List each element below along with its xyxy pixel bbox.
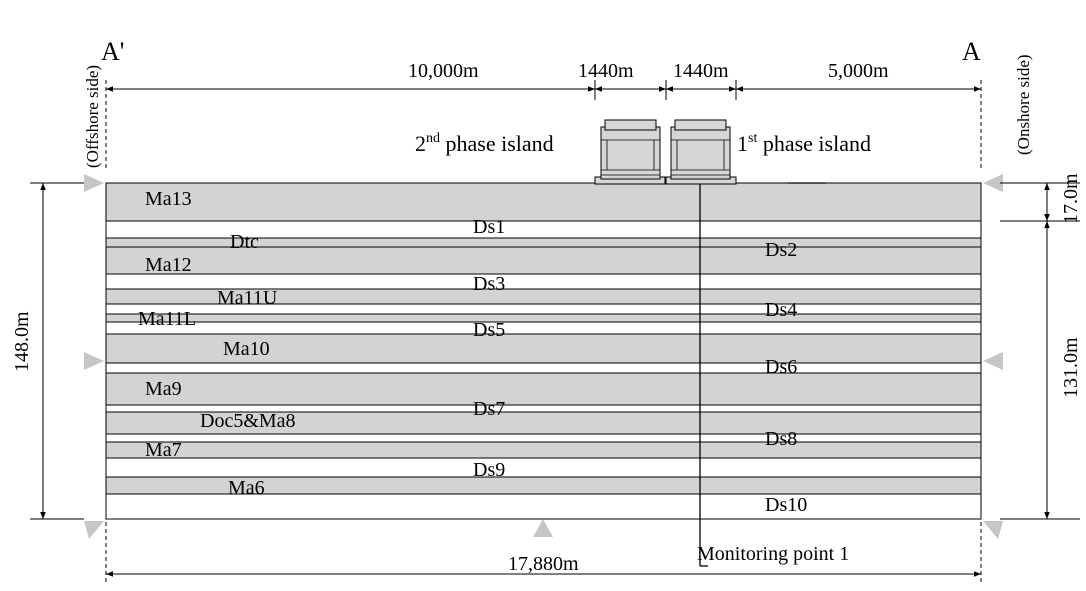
layer-ds9 — [105, 457, 982, 478]
layer-ma11l — [105, 313, 982, 323]
right-support-mid — [983, 352, 1003, 370]
label-ma12: Ma12 — [145, 254, 192, 276]
label-ma11l: Ma11L — [138, 308, 196, 330]
island1-body — [670, 126, 731, 180]
label-ds8: Ds8 — [765, 428, 797, 450]
layer-ma12 — [105, 246, 982, 275]
dim-5000: 5,000m — [828, 60, 889, 82]
island2-top — [604, 119, 657, 131]
monitoring-label: Monitoring point 1 — [697, 543, 849, 565]
total-depth-label: 148.0m — [11, 311, 33, 372]
first-island-label: 1st phase island — [737, 131, 871, 156]
label-ma7: Ma7 — [145, 439, 182, 461]
label-ds4: Ds4 — [765, 299, 797, 321]
bottom-dimension: 17,880m — [105, 522, 982, 584]
onshore-side-label: (Onshore side) — [1014, 54, 1033, 155]
label-ds6: Ds6 — [765, 356, 797, 378]
island2-body — [600, 126, 661, 180]
bottom-support — [533, 519, 553, 537]
label-ds2: Ds2 — [765, 239, 797, 261]
left-depth-dimension: 148.0m — [11, 182, 84, 520]
left-support-bottom — [84, 521, 104, 539]
first-phase-island — [665, 119, 737, 185]
section-label-left: A' — [101, 37, 124, 66]
left-support-top — [84, 174, 104, 192]
layer-ma10 — [105, 333, 982, 364]
top-dimensions: 10,000m 1440m 1440m 5,000m — [105, 60, 982, 170]
dim-10000: 10,000m — [408, 60, 479, 82]
second-phase-island — [594, 119, 666, 185]
upper-depth-label: 17.0m — [1060, 173, 1082, 224]
label-ds9: Ds9 — [473, 459, 505, 481]
right-support-top — [983, 174, 1003, 192]
layer-ma9 — [105, 372, 982, 406]
layer-ds6 — [105, 362, 982, 374]
label-ds10: Ds10 — [765, 494, 807, 516]
label-ds5: Ds5 — [473, 319, 505, 341]
dim-1440-b: 1440m — [673, 60, 729, 82]
label-ds3: Ds3 — [473, 273, 505, 295]
clay-labels: Ma13 Dtc Ma12 Ma11U Ma11L Ma10 Ma9 Doc5&… — [138, 188, 296, 499]
section-label-right: A — [962, 37, 981, 66]
layer-ds10 — [105, 493, 982, 520]
monitoring-point: Monitoring point 1 — [697, 183, 849, 567]
dim-1440-a: 1440m — [578, 60, 634, 82]
layer-ds5 — [105, 321, 982, 335]
island1-top — [674, 119, 727, 131]
right-support-bottom — [983, 521, 1003, 539]
label-dtc: Dtc — [230, 231, 259, 253]
label-ma9: Ma9 — [145, 378, 182, 400]
offshore-side-label: (Offshore side) — [83, 65, 102, 168]
right-depth-dimension: 17.0m 131.0m — [1000, 173, 1082, 520]
total-width-label: 17,880m — [508, 553, 579, 575]
lower-depth-label: 131.0m — [1060, 337, 1082, 398]
label-ds1: Ds1 — [473, 216, 505, 238]
label-ma13: Ma13 — [145, 188, 192, 210]
label-ma10: Ma10 — [223, 338, 270, 360]
layer-ma13 — [105, 182, 982, 222]
soil-layers — [105, 182, 982, 520]
label-ds7: Ds7 — [473, 398, 505, 420]
second-island-label: 2nd phase island — [415, 131, 554, 156]
sand-labels: Ds1 Ds2 Ds3 Ds4 Ds5 Ds6 Ds7 Ds8 Ds9 Ds10 — [473, 216, 807, 516]
layer-ma7 — [105, 441, 982, 459]
boundary-supports — [84, 174, 1003, 539]
label-ma6: Ma6 — [228, 477, 265, 499]
label-ma11u: Ma11U — [217, 287, 278, 309]
left-support-mid — [84, 352, 104, 370]
layer-ds8 — [105, 433, 982, 443]
label-doc5-ma8: Doc5&Ma8 — [200, 410, 296, 432]
